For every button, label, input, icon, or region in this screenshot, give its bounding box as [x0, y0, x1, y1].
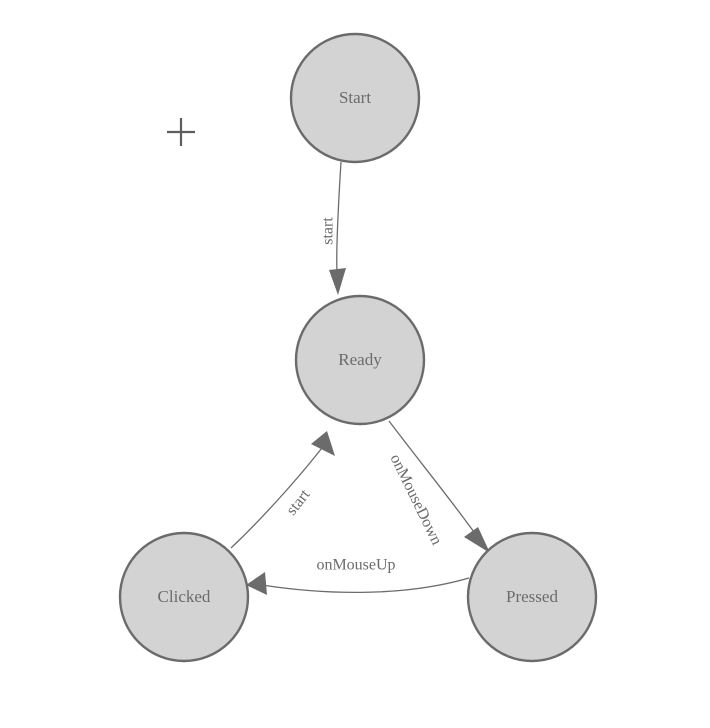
arrowhead-icon	[464, 527, 490, 553]
node-start[interactable]: Start	[289, 32, 421, 164]
edge-label: onMouseDown	[386, 452, 445, 548]
node-ready[interactable]: Ready	[294, 294, 426, 426]
arrowhead-icon	[329, 268, 346, 295]
node-shape[interactable]	[294, 294, 426, 426]
edge-line	[230, 443, 326, 549]
edge-line	[261, 577, 470, 594]
node-label: Start	[339, 88, 371, 107]
node-pressed[interactable]: Pressed	[466, 531, 598, 663]
node-label: Clicked	[158, 587, 211, 606]
node-shape[interactable]	[466, 531, 598, 663]
edge-label: start	[320, 217, 337, 245]
crosshair-icon[interactable]	[167, 118, 195, 146]
node-clicked[interactable]: Clicked	[118, 531, 250, 663]
edge-label: onMouseUp	[316, 557, 395, 574]
node-label: Ready	[338, 350, 382, 369]
node-shape[interactable]	[289, 32, 421, 164]
edge-line	[336, 161, 342, 273]
edge-label: start	[283, 486, 314, 519]
node-label: Pressed	[506, 587, 558, 606]
node-shape[interactable]	[118, 531, 250, 663]
edge-line	[388, 420, 480, 540]
arrowhead-icon	[311, 431, 335, 456]
edge-clicked-to-ready[interactable]: start	[230, 431, 335, 549]
edge-start-to-ready[interactable]: start	[320, 161, 346, 295]
edge-pressed-to-clicked[interactable]: onMouseUp	[246, 557, 470, 595]
edge-ready-to-pressed[interactable]: onMouseDown	[386, 420, 490, 553]
arrowhead-icon	[246, 572, 267, 595]
